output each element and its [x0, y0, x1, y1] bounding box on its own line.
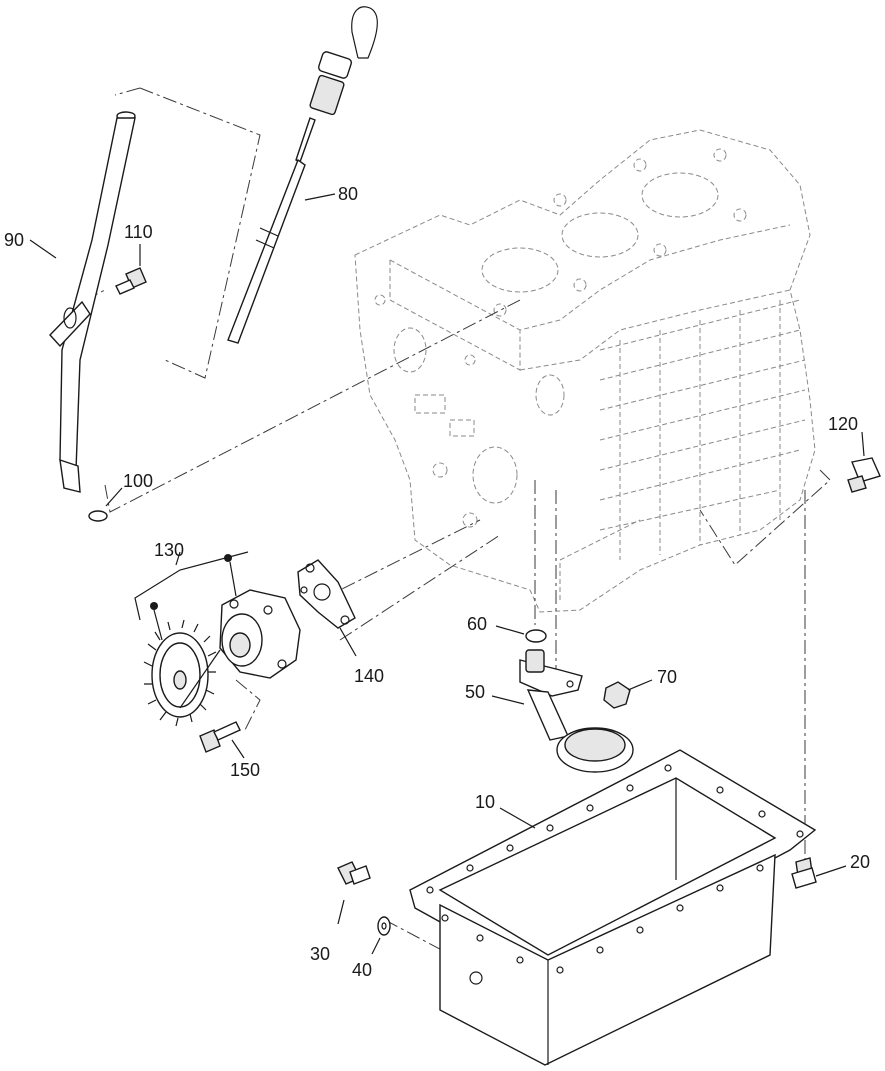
oil-pump-assembly-130 [134, 551, 301, 727]
bolt-30 [337, 861, 371, 925]
callout-70: 70 [657, 667, 677, 687]
callout-10: 10 [475, 792, 495, 812]
callout-labels: 10 20 30 40 50 60 70 80 90 100 110 120 1… [4, 184, 870, 980]
engine-block-ghost [354, 129, 816, 613]
callout-130: 130 [154, 540, 184, 560]
guide-tube-90 [29, 111, 136, 493]
nut-70 [603, 679, 653, 709]
drain-plug-20 [791, 857, 847, 889]
callout-50: 50 [465, 682, 485, 702]
callout-90: 90 [4, 230, 24, 250]
callout-120: 120 [828, 414, 858, 434]
bolt-110 [115, 244, 147, 295]
o-ring-100 [88, 487, 123, 522]
callout-110: 110 [124, 222, 153, 242]
callout-100: 100 [123, 471, 153, 491]
callout-30: 30 [310, 944, 330, 964]
gasket-140 [297, 559, 357, 657]
callout-80: 80 [338, 184, 358, 204]
callout-140: 140 [354, 666, 384, 686]
callout-20: 20 [850, 852, 870, 872]
washer-40 [371, 916, 391, 955]
o-ring-60 [495, 625, 547, 643]
oil-strainer-50 [491, 649, 634, 773]
callout-60: 60 [467, 614, 487, 634]
oil-pan-10 [409, 749, 817, 1066]
plug-120 [847, 431, 881, 493]
callout-150: 150 [230, 760, 260, 780]
bullet-dot-pump [224, 554, 232, 562]
bolt-150 [199, 721, 245, 759]
dipstick-80 [227, 6, 378, 344]
bullet-dot-gear [150, 602, 158, 610]
callout-40: 40 [352, 960, 372, 980]
